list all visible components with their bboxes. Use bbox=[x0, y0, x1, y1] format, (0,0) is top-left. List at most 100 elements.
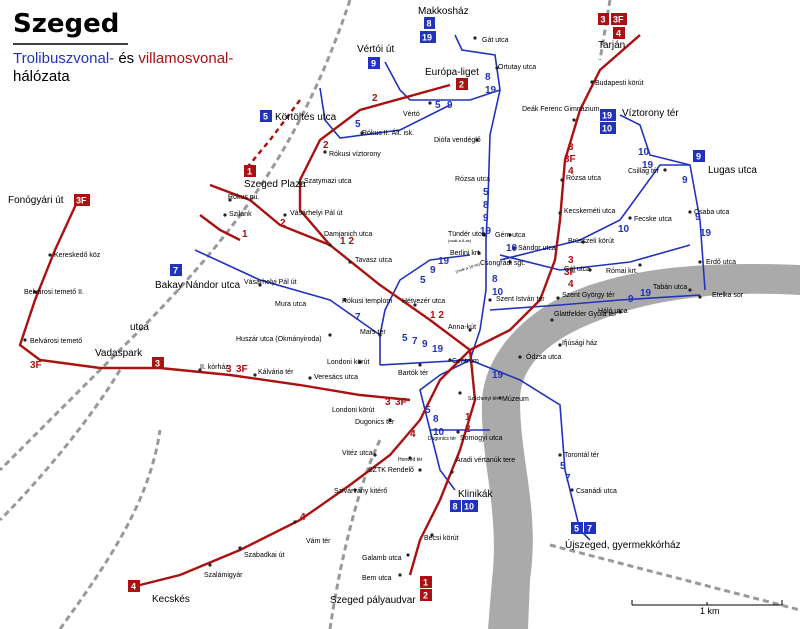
svg-text:1 2: 1 2 bbox=[430, 310, 444, 321]
svg-text:Damjanich utca: Damjanich utca bbox=[324, 231, 372, 238]
svg-text:8: 8 bbox=[433, 414, 439, 425]
svg-text:19: 19 bbox=[640, 288, 652, 299]
svg-text:4: 4 bbox=[131, 582, 136, 592]
svg-text:7: 7 bbox=[565, 473, 571, 484]
svg-text:9: 9 bbox=[483, 213, 489, 224]
svg-text:8: 8 bbox=[453, 502, 458, 512]
svg-text:Rózsa utca: Rózsa utca bbox=[566, 175, 601, 182]
terminal-label: Tarján bbox=[598, 40, 625, 51]
terminal-vadaspark: 3 Vadaspark bbox=[95, 348, 164, 369]
svg-text:10: 10 bbox=[638, 147, 650, 158]
terminal-kecskes: 4 Kecskés bbox=[128, 580, 190, 605]
svg-text:19: 19 bbox=[602, 111, 612, 121]
svg-text:Bécsi körút: Bécsi körút bbox=[424, 535, 459, 542]
terminal-label: Európa-liget bbox=[425, 67, 479, 78]
svg-text:5: 5 bbox=[483, 187, 489, 198]
svg-text:Csanádi utca: Csanádi utca bbox=[576, 488, 617, 495]
svg-text:Torontál tér: Torontál tér bbox=[564, 452, 600, 459]
svg-text:19: 19 bbox=[422, 33, 432, 43]
svg-text:4: 4 bbox=[410, 429, 416, 440]
svg-text:Szent György tér: Szent György tér bbox=[562, 292, 615, 299]
svg-text:3: 3 bbox=[601, 15, 606, 25]
svg-text:Csongrádi sgt.: Csongrádi sgt. bbox=[480, 260, 525, 267]
svg-text:Rókus pu.: Rókus pu. bbox=[228, 194, 260, 201]
svg-text:Rókusi víztorony: Rókusi víztorony bbox=[329, 151, 381, 158]
svg-text:2: 2 bbox=[372, 93, 378, 104]
svg-text:10: 10 bbox=[433, 427, 445, 438]
svg-text:Belvárosi temető: Belvárosi temető bbox=[30, 338, 82, 345]
svg-text:Széchenyi tér: Széchenyi tér bbox=[468, 396, 499, 402]
svg-text:1: 1 bbox=[465, 412, 471, 423]
terminal-label: Víztorony tér bbox=[622, 108, 679, 119]
svg-text:Erdő utca: Erdő utca bbox=[706, 259, 736, 266]
svg-text:5: 5 bbox=[574, 524, 579, 534]
svg-text:Vásárhelyi Pál út: Vásárhelyi Pál út bbox=[244, 279, 297, 286]
svg-text:Honvéd tér: Honvéd tér bbox=[398, 457, 423, 463]
terminal-label: Bakay Nándor utca bbox=[155, 280, 240, 291]
svg-text:Anna-kút: Anna-kút bbox=[448, 324, 476, 331]
svg-text:3F: 3F bbox=[76, 196, 87, 206]
svg-text:Gém utca: Gém utca bbox=[495, 232, 525, 239]
svg-text:Szalámigyár: Szalámigyár bbox=[204, 572, 243, 579]
svg-text:5: 5 bbox=[355, 119, 361, 130]
svg-text:1: 1 bbox=[242, 229, 248, 240]
svg-text:Dugonics tér: Dugonics tér bbox=[428, 436, 456, 442]
terminal-label: Fonógyári út bbox=[8, 195, 64, 206]
svg-text:Belvárosi temető II.: Belvárosi temető II. bbox=[24, 289, 84, 296]
svg-text:3: 3 bbox=[226, 364, 232, 375]
terminal-label: Kecskés bbox=[152, 594, 190, 605]
svg-text:4: 4 bbox=[568, 279, 574, 290]
svg-text:Tavasz utca: Tavasz utca bbox=[355, 257, 392, 264]
svg-text:Rókusi templom: Rókusi templom bbox=[342, 298, 392, 305]
svg-text:19: 19 bbox=[438, 256, 450, 267]
svg-text:Tabán utca: Tabán utca bbox=[653, 284, 687, 291]
svg-text:Fecske utca: Fecske utca bbox=[634, 216, 672, 223]
stop-labels: Gát utca Ortutay utca Vértó Rókus II. Ál… bbox=[24, 37, 744, 582]
svg-text:19: 19 bbox=[485, 85, 497, 96]
svg-text:2: 2 bbox=[465, 424, 471, 435]
svg-text:19: 19 bbox=[492, 370, 504, 381]
svg-text:1: 1 bbox=[247, 167, 252, 177]
svg-text:Dugonics tér: Dugonics tér bbox=[355, 419, 395, 426]
svg-text:Huszár utca (Okmányiroda): Huszár utca (Okmányiroda) bbox=[236, 336, 322, 343]
terminal-makkoshaz: 8 19 Makkosház bbox=[418, 6, 469, 43]
svg-text:9: 9 bbox=[422, 339, 428, 350]
svg-text:Ortutay utca: Ortutay utca bbox=[498, 64, 536, 71]
svg-text:2: 2 bbox=[323, 140, 329, 151]
svg-text:4: 4 bbox=[616, 29, 621, 39]
svg-text:Veresács utca: Veresács utca bbox=[314, 374, 358, 381]
svg-text:8: 8 bbox=[492, 274, 498, 285]
svg-text:10: 10 bbox=[618, 224, 630, 235]
svg-text:Ódzsa utca: Ódzsa utca bbox=[526, 352, 562, 361]
svg-text:Deák Ferenc Gimnázium: Deák Ferenc Gimnázium bbox=[522, 106, 600, 113]
svg-text:5: 5 bbox=[420, 275, 426, 286]
svg-text:Budapesti körút: Budapesti körút bbox=[595, 80, 644, 87]
svg-text:Londoni körút: Londoni körút bbox=[332, 407, 374, 414]
svg-text:Galamb utca: Galamb utca bbox=[362, 555, 402, 562]
svg-text:9: 9 bbox=[430, 265, 436, 276]
svg-text:Diófa vendéglő: Diófa vendéglő bbox=[434, 137, 481, 144]
terminal-label: Klinikák bbox=[458, 489, 493, 500]
svg-text:10: 10 bbox=[464, 502, 474, 512]
svg-text:3: 3 bbox=[155, 359, 160, 369]
svg-text:Múzeum: Múzeum bbox=[502, 396, 529, 403]
svg-text:5: 5 bbox=[560, 461, 566, 472]
svg-text:Etelka sor: Etelka sor bbox=[712, 292, 744, 299]
svg-text:5: 5 bbox=[435, 100, 441, 111]
svg-text:7: 7 bbox=[173, 266, 178, 276]
svg-text:3F: 3F bbox=[236, 364, 248, 375]
svg-text:Kereskedő köz: Kereskedő köz bbox=[54, 252, 101, 259]
svg-text:II. kórház: II. kórház bbox=[200, 364, 229, 371]
terminal-label: Szeged Plaza bbox=[244, 179, 306, 190]
terminal-lugas: 9 Lugas utca bbox=[693, 150, 757, 176]
terminal-label: Lugas utca bbox=[708, 165, 757, 176]
svg-text:5: 5 bbox=[425, 405, 431, 416]
svg-text:19: 19 bbox=[700, 228, 712, 239]
svg-text:Tündér utca: Tündér utca bbox=[448, 231, 485, 238]
terminal-klinikak: 8 10 Klinikák bbox=[450, 489, 493, 512]
svg-text:Mars tér: Mars tér bbox=[360, 329, 386, 336]
svg-text:Rózsa utca: Rózsa utca bbox=[455, 176, 490, 183]
svg-text:5: 5 bbox=[402, 333, 408, 344]
tram-lines bbox=[18, 34, 641, 587]
svg-text:Londoni körút: Londoni körút bbox=[327, 359, 369, 366]
